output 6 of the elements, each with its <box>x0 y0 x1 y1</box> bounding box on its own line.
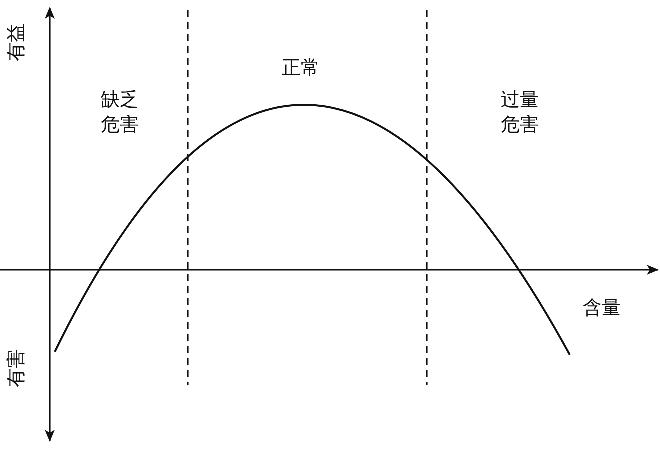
region-label: 过量危害 <box>501 88 540 138</box>
region-label: 正常 <box>282 56 321 81</box>
axis-label: 有益 <box>4 24 28 62</box>
axis-label: 有害 <box>4 350 28 388</box>
region-label: 缺乏危害 <box>101 88 140 138</box>
axis-label: 含量 <box>583 296 622 321</box>
